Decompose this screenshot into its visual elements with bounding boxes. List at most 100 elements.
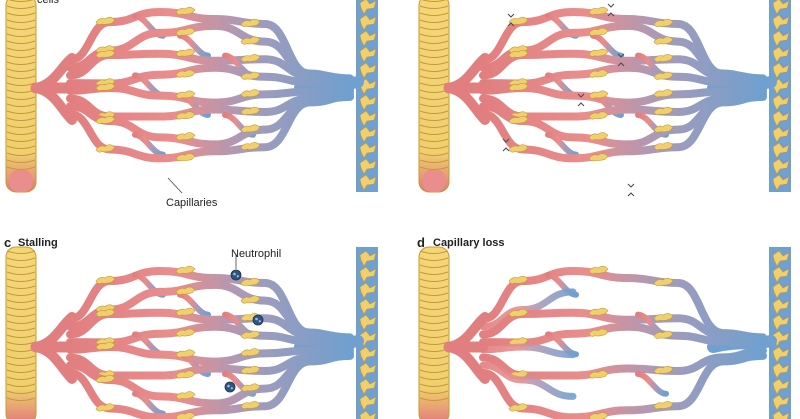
- smooth-muscle-ring: [419, 12, 449, 16]
- pericyte: [653, 277, 674, 286]
- smooth-muscle-ring: [419, 285, 449, 289]
- pericyte: [240, 106, 261, 115]
- pericyte: [653, 330, 674, 339]
- pericyte: [175, 27, 196, 36]
- smooth-muscle-ring: [6, 376, 36, 380]
- smooth-muscle-ring: [419, 257, 449, 261]
- smooth-muscle-ring: [419, 250, 449, 254]
- pericyte: [175, 349, 196, 358]
- pericyte: [175, 265, 196, 274]
- venous-mural-cell: [359, 14, 377, 31]
- vein: [769, 247, 791, 419]
- pericyte: [240, 142, 261, 151]
- pericyte: [175, 90, 196, 99]
- smooth-muscle-ring: [419, 96, 449, 100]
- smooth-muscle-ring: [6, 355, 36, 359]
- smooth-muscle-ring: [6, 397, 36, 401]
- smooth-muscle-ring: [6, 110, 36, 114]
- capillary-anastomosis: [177, 291, 211, 318]
- smooth-muscle-ring: [419, 369, 449, 373]
- smooth-muscle-ring: [6, 271, 36, 275]
- smooth-muscle-ring: [419, 68, 449, 72]
- capillary-anastomosis: [132, 390, 166, 417]
- pericyte: [95, 308, 116, 317]
- smooth-muscle-ring: [6, 26, 36, 30]
- pericyte: [240, 277, 261, 286]
- smooth-muscle-ring: [6, 278, 36, 282]
- panel-b: [418, 0, 791, 197]
- venous-mural-cell: [359, 266, 377, 283]
- artery: [5, 0, 37, 193]
- smooth-muscle-ring: [419, 278, 449, 282]
- pericyte: [175, 370, 196, 379]
- pericyte: [240, 124, 261, 133]
- smooth-muscle-ring: [419, 40, 449, 44]
- smooth-muscle-ring: [6, 138, 36, 142]
- venous-mural-cell: [772, 346, 790, 363]
- venous-mural-cell: [359, 142, 377, 159]
- venous-mural-cell: [359, 174, 377, 191]
- pericyte: [508, 49, 529, 58]
- constriction-marker: [627, 183, 635, 197]
- smooth-muscle-ring: [421, 0, 447, 2]
- capillary-anastomosis: [545, 131, 579, 158]
- pericyte: [240, 401, 261, 410]
- pericyte: [95, 403, 116, 412]
- smooth-muscle-ring: [419, 320, 449, 324]
- venous-mural-cell: [359, 0, 377, 15]
- pericyte: [240, 365, 261, 374]
- smooth-muscle-ring: [6, 159, 36, 163]
- venous-mural-cell: [772, 282, 790, 299]
- pericyte: [175, 286, 196, 295]
- panel-a: [5, 0, 378, 193]
- venous-mural-cell: [359, 62, 377, 79]
- pericyte: [240, 18, 261, 27]
- smooth-muscle-ring: [6, 12, 36, 16]
- venous-mural-cell: [359, 346, 377, 363]
- smooth-muscle-ring: [419, 110, 449, 114]
- smooth-muscle-ring: [419, 26, 449, 30]
- venous-mural-cell: [359, 282, 377, 299]
- pericyte: [588, 90, 609, 99]
- smooth-muscle-ring: [6, 61, 36, 65]
- smooth-muscle-ring: [419, 313, 449, 317]
- pericyte: [653, 54, 674, 63]
- smooth-muscle-ring: [8, 0, 34, 2]
- venous-mural-cell: [772, 314, 790, 331]
- smooth-muscle-ring: [6, 257, 36, 261]
- smooth-muscle-ring: [6, 334, 36, 338]
- pericyte: [653, 124, 674, 133]
- smooth-muscle-ring: [419, 131, 449, 135]
- panel-c: [5, 246, 378, 419]
- smooth-muscle-ring: [6, 19, 36, 23]
- capillary-network: [66, 6, 354, 163]
- capillary-network: [479, 265, 767, 419]
- smooth-muscle-ring: [6, 313, 36, 317]
- pericyte: [175, 132, 196, 141]
- smooth-muscle-ring: [419, 383, 449, 387]
- pericyte: [175, 6, 196, 15]
- smooth-muscle-ring: [6, 75, 36, 79]
- venous-mural-cell: [772, 298, 790, 315]
- pericyte: [588, 6, 609, 15]
- smooth-muscle-ring: [6, 124, 36, 128]
- smooth-muscle-ring: [419, 362, 449, 366]
- venous-mural-cell: [772, 158, 790, 175]
- constriction-marker: [617, 53, 625, 67]
- smooth-muscle-ring: [419, 54, 449, 58]
- pericyte: [240, 295, 261, 304]
- constriction-marker: [607, 3, 615, 17]
- smooth-muscle-ring: [419, 264, 449, 268]
- smooth-muscle-ring: [6, 264, 36, 268]
- venous-mural-cell: [772, 46, 790, 63]
- smooth-muscle-ring: [6, 145, 36, 149]
- smooth-muscle-ring: [419, 145, 449, 149]
- smooth-muscle-ring: [419, 5, 449, 9]
- pericyte: [588, 48, 609, 57]
- pericyte: [240, 330, 261, 339]
- panel-d-title: Capillary loss: [433, 237, 505, 249]
- pericyte: [175, 111, 196, 120]
- capillary-network: [66, 265, 354, 419]
- smooth-muscle-ring: [6, 68, 36, 72]
